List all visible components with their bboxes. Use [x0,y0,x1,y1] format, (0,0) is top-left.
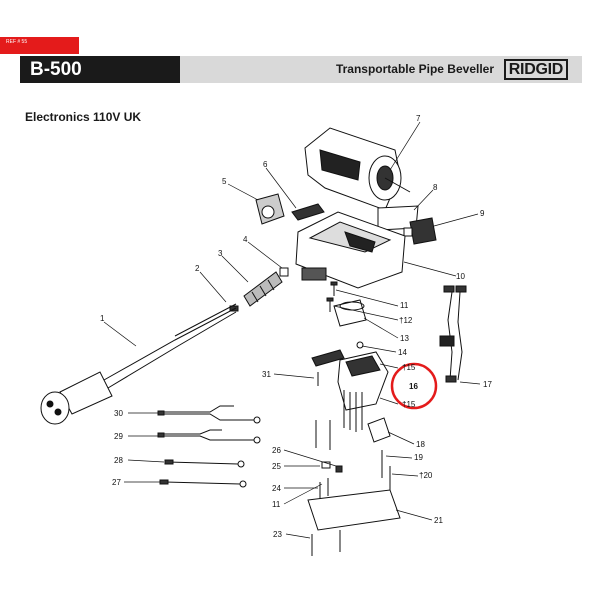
part-wire-30[interactable] [157,405,261,424]
callout-23: 23 [273,530,282,539]
callout-28: 28 [114,456,123,465]
callout-11b: 11 [272,500,281,509]
part-connector-strip[interactable] [311,349,345,367]
brand-logo: RIDGID [503,59,568,80]
callout-25: 25 [272,462,281,471]
part-wire-29[interactable] [157,429,261,444]
diagram-subtitle: Electronics 110V UK [25,110,142,124]
callout-11a: 11 [400,301,409,310]
part-housing[interactable] [295,211,406,289]
highlight-circle [390,362,438,410]
part-capacitor[interactable] [333,299,367,327]
part-nut-26[interactable] [335,465,343,473]
part-strain-relief[interactable] [243,271,283,307]
callout-7: 7 [416,114,421,123]
part-wire-27[interactable] [159,479,247,488]
callout-12: †12 [399,316,413,325]
callout-8: 8 [433,183,438,192]
callout-30: 30 [114,409,123,418]
part-nut-25[interactable] [321,461,331,469]
callout-26: 26 [272,446,281,455]
callout-15a: †15 [402,363,416,372]
part-nut[interactable] [279,267,289,277]
callout-20: †20 [419,471,433,480]
callout-18: 18 [416,440,425,449]
callout-3: 3 [218,249,223,258]
callout-9: 9 [480,209,485,218]
model-label: B-500 [20,56,180,83]
callout-4: 4 [243,235,248,244]
callout-16: 16 [409,382,418,391]
part-washer-14[interactable] [356,341,364,349]
part-electronic-module[interactable] [337,351,389,432]
callout-27: 27 [112,478,121,487]
part-cable-clamp[interactable] [255,193,285,225]
header-title-bar: Transportable Pipe Beveller RIDGID [180,56,582,83]
part-terminal-block[interactable] [291,203,325,221]
callout-21: 21 [434,516,443,525]
part-power-cord[interactable] [40,303,237,425]
callout-17: 17 [483,380,492,389]
page-title: Transportable Pipe Beveller [335,62,494,76]
callout-1: 1 [100,314,105,323]
callout-29: 29 [114,432,123,441]
callout-2: 2 [195,264,200,273]
callout-31: 31 [262,370,271,379]
callout-24: 24 [272,484,281,493]
callout-10: 10 [456,272,465,281]
part-motor[interactable] [304,127,411,211]
part-screw-12[interactable] [326,297,334,312]
callout-19: 19 [414,453,423,462]
callout-5: 5 [222,177,227,186]
part-switch[interactable] [403,217,437,245]
callout-14: 14 [398,348,407,357]
part-wire-28[interactable] [164,459,245,468]
ref-tag: REF # 55 [0,37,79,54]
part-screw-11a[interactable] [330,281,338,296]
callout-6: 6 [263,160,268,169]
part-wire-harness[interactable] [439,285,467,383]
callout-15b: †15 [402,400,416,409]
callout-13: 13 [400,334,409,343]
part-base-plate[interactable] [307,489,401,531]
part-bracket[interactable] [367,417,391,443]
